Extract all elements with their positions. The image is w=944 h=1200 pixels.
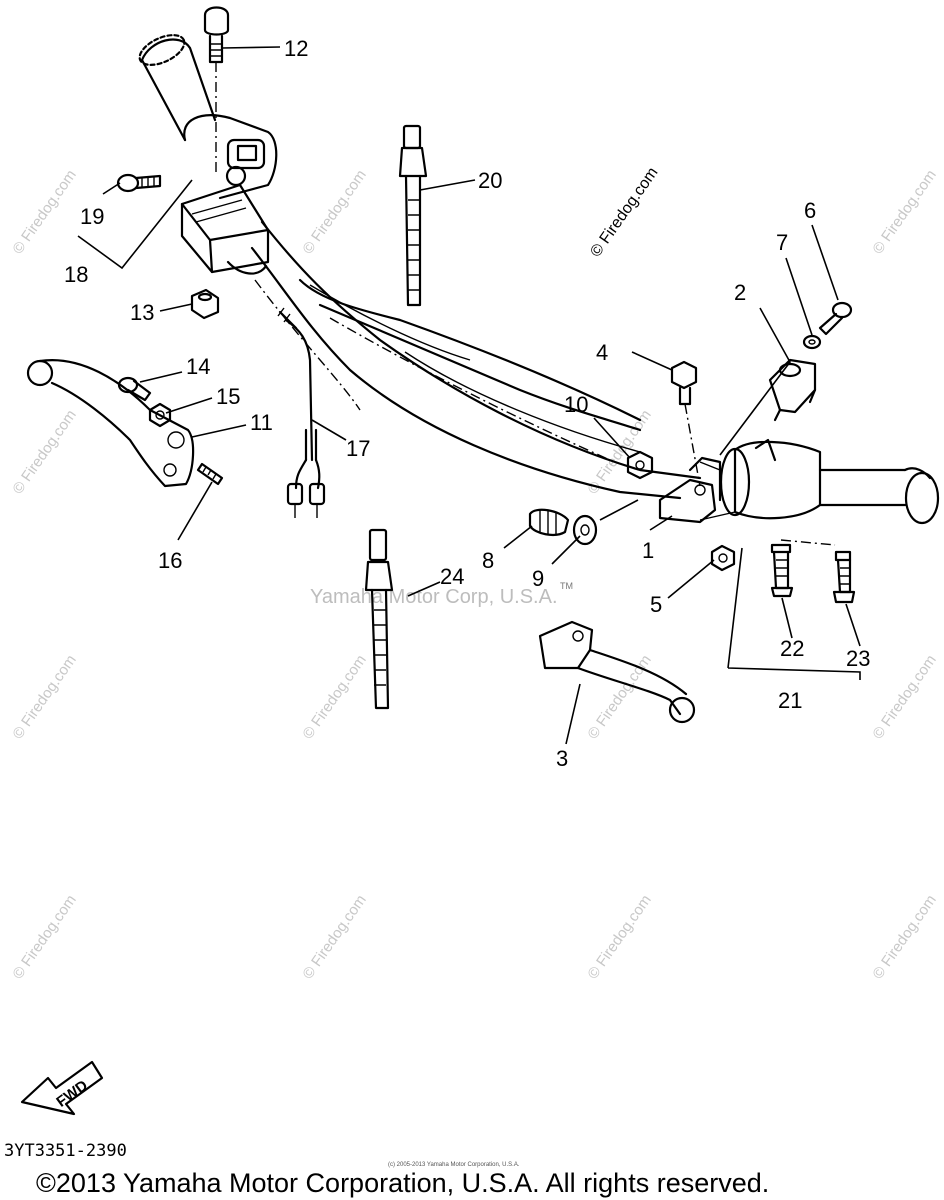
callout-19: 19 (80, 204, 104, 229)
watermark: © Firedog.com (9, 892, 79, 983)
callout-12: 12 (284, 36, 308, 61)
part-4-bolt (670, 360, 701, 487)
fwd-label: FWD (53, 1077, 91, 1111)
callout-10: 10 (564, 392, 588, 417)
watermark: © Firedog.com (9, 652, 79, 743)
watermark: © Firedog.com (869, 652, 939, 743)
handlebar (250, 220, 702, 500)
callout-15: 15 (216, 384, 240, 409)
watermark-layer: © Firedog.com © Firedog.com © Firedog.co… (9, 164, 939, 982)
part-7-washer (802, 334, 822, 350)
part-14-bolt (117, 376, 152, 402)
watermark-center: Yamaha Motor Corp, U.S.A. (310, 586, 558, 608)
callout-4: 4 (596, 340, 608, 365)
part-11-clutch-lever (26, 359, 195, 488)
part-6-bolt (818, 301, 853, 336)
callout-3: 3 (556, 746, 568, 771)
copyright-line: ©2013 Yamaha Motor Corporation, U.S.A. A… (36, 1168, 769, 1198)
callout-11: 11 (250, 410, 273, 435)
watermark: © Firedog.com (299, 892, 369, 983)
callout-1: 1 (642, 538, 654, 563)
right-grip-assembly (699, 438, 940, 525)
callout-9: 9 (532, 566, 544, 591)
watermark: © Firedog.com (584, 892, 654, 983)
part-3-brake-lever (538, 620, 696, 724)
part-9-washer (572, 514, 598, 546)
callout-14: 14 (186, 354, 210, 379)
watermark: © Firedog.com (584, 407, 654, 498)
part-24-cable-tie (364, 528, 394, 710)
left-grip-assembly (138, 34, 278, 275)
part-13-nut (190, 288, 220, 320)
watermark: © Firedog.com (9, 407, 79, 498)
fwd-arrow: FWD (20, 1060, 104, 1116)
part-1-bracket (658, 456, 722, 524)
callout-24: 24 (440, 564, 464, 589)
callout-16: 16 (158, 548, 182, 573)
callout-20: 20 (478, 168, 502, 193)
watermark: © Firedog.com (9, 167, 79, 258)
part-20-cable-tie (398, 124, 428, 307)
callout-18: 18 (64, 262, 88, 287)
part-15-nut (148, 402, 172, 428)
watermark-dark: © Firedog.com (587, 164, 661, 260)
part-17-wire (277, 307, 326, 518)
callout-17: 17 (346, 436, 370, 461)
callout-21: 21 (778, 688, 802, 713)
callout-2: 2 (734, 280, 746, 305)
part-12-bolt (203, 6, 230, 175)
part-8-clamp (528, 508, 570, 536)
part-19-screw (116, 173, 162, 193)
callout-8: 8 (482, 548, 494, 573)
watermark: © Firedog.com (869, 892, 939, 983)
callout-numbers: 1 2 3 4 5 6 7 8 9 10 11 12 13 14 15 16 1… (64, 36, 870, 771)
watermark: © Firedog.com (299, 167, 369, 258)
part-16-screw (196, 462, 224, 486)
part-10-nut (626, 450, 654, 480)
leader-lines (77, 46, 861, 745)
callout-7: 7 (776, 230, 788, 255)
callout-13: 13 (130, 300, 154, 325)
watermark: © Firedog.com (584, 652, 654, 743)
part-23-screw (832, 550, 856, 604)
callout-5: 5 (650, 592, 662, 617)
part-5-nut (710, 544, 736, 572)
watermark: © Firedog.com (869, 167, 939, 258)
drawing-code: 3YT3351-2390 (4, 1141, 127, 1161)
part-2-holder (768, 358, 817, 422)
part-22-screw (770, 539, 836, 598)
callout-23: 23 (846, 646, 870, 671)
tiny-notice: (c) 2005-2013 Yamaha Motor Corporation, … (388, 1162, 520, 1168)
callout-22: 22 (780, 636, 804, 661)
callout-6: 6 (804, 198, 816, 223)
watermark: © Firedog.com (299, 652, 369, 743)
trademark-mark: TM (560, 581, 573, 591)
